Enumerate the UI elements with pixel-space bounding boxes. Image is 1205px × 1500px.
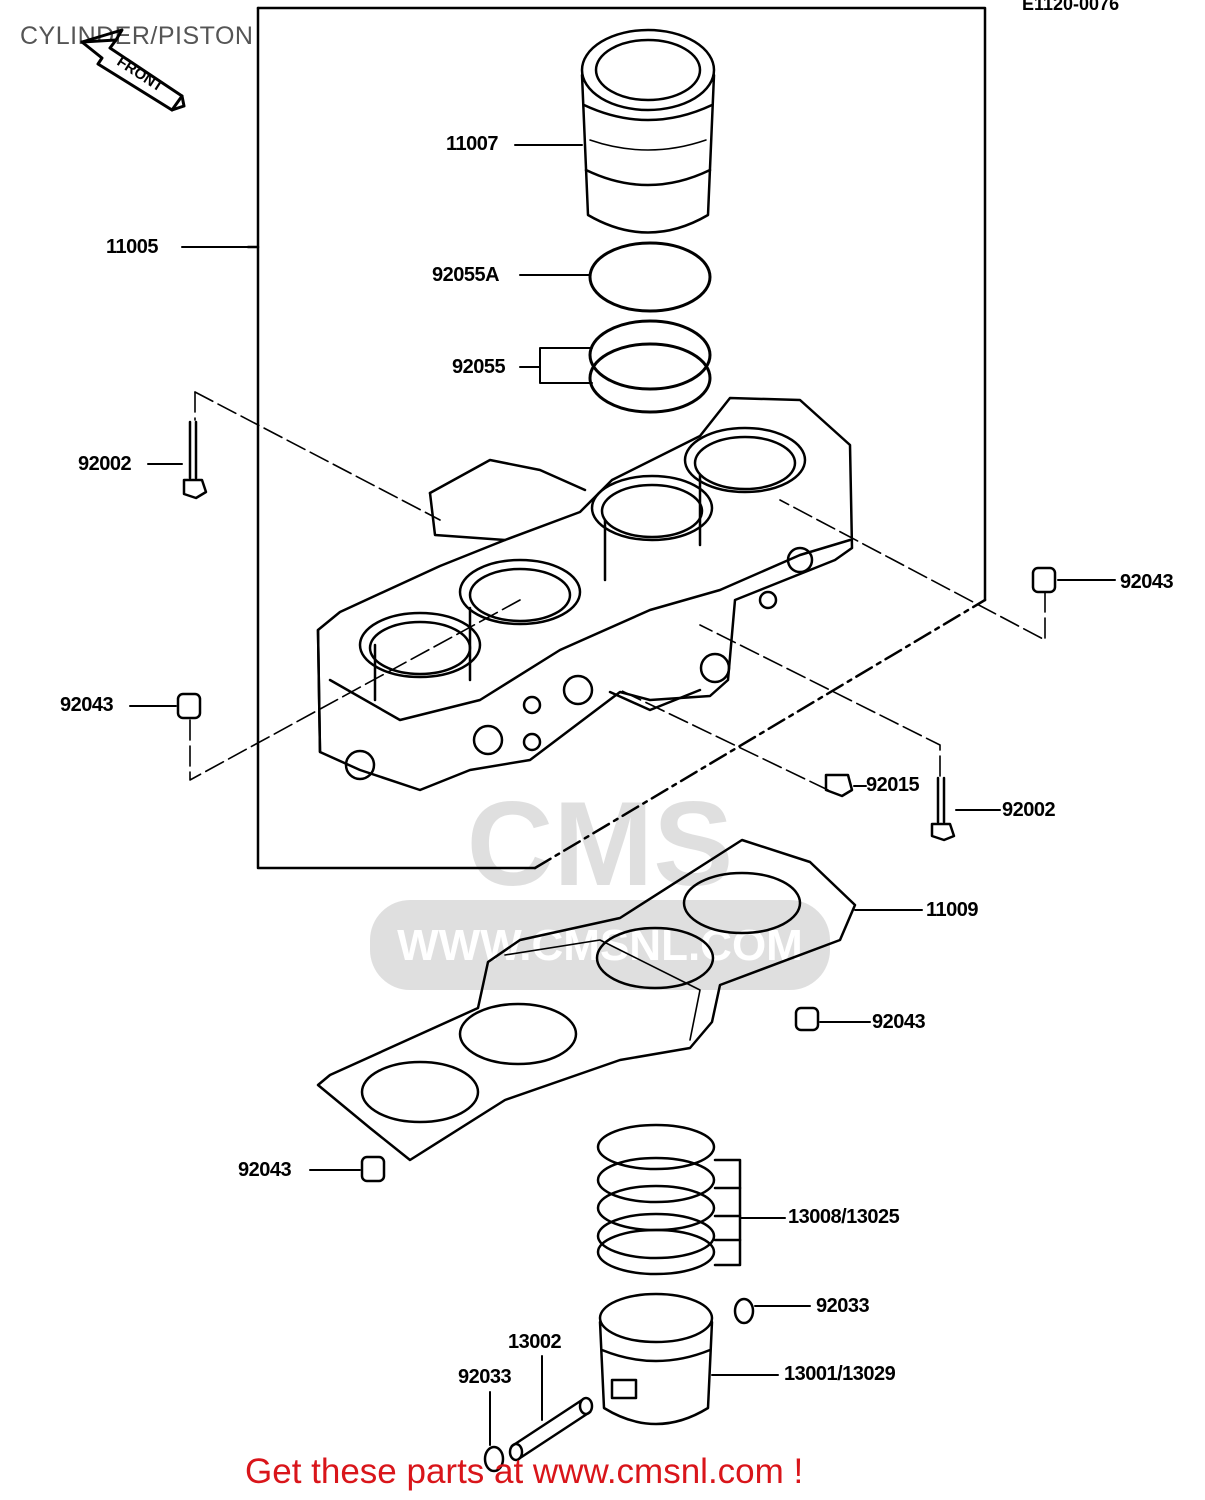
- page-title: CYLINDER/PISTON: [20, 22, 254, 50]
- part-label-11007[interactable]: 11007: [446, 133, 499, 155]
- part-label-92033[interactable]: 92033: [816, 1295, 870, 1317]
- watermark-url: WWW.CMSNL.COM: [397, 921, 803, 970]
- cylinder-block-icon: [316, 396, 854, 792]
- part-label-92055[interactable]: 92055: [452, 356, 506, 378]
- base-gasket-icon: [316, 838, 857, 1162]
- cms-watermark: CMS WWW.CMSNL.COM: [370, 777, 830, 990]
- circlip-icon: [733, 1297, 755, 1325]
- part-label-92055a[interactable]: 92055A: [432, 264, 500, 286]
- piston-pin-icon: [508, 1396, 594, 1462]
- part-label-11005[interactable]: 11005: [106, 236, 159, 258]
- assembly-bracket: [246, 6, 987, 870]
- bolt-icon: [930, 776, 956, 842]
- part-label-92015[interactable]: 92015: [866, 774, 920, 796]
- o-ring-92055-icon: [588, 319, 712, 414]
- dowel-pin-icon: [1031, 566, 1057, 594]
- part-label-92002[interactable]: 92002: [78, 453, 132, 475]
- piston-rings-icon: [596, 1123, 742, 1276]
- part-label-92043[interactable]: 92043: [60, 694, 114, 716]
- bolt-icon: [182, 420, 208, 500]
- cylinder-liner-icon: [580, 28, 716, 234]
- part-label-13002[interactable]: 13002: [508, 1331, 562, 1353]
- part-label-92043[interactable]: 92043: [238, 1159, 292, 1181]
- dowel-pin-icon: [360, 1155, 386, 1183]
- dowel-pin-icon: [176, 692, 202, 720]
- piston-icon: [598, 1292, 714, 1426]
- watermark-logo: CMS: [467, 777, 734, 911]
- get-parts-link[interactable]: Get these parts at www.cmsnl.com !: [245, 1452, 804, 1491]
- part-label-13001-13029[interactable]: 13001/13029: [784, 1363, 896, 1385]
- circlip-icon: [483, 1445, 505, 1473]
- part-label-92043[interactable]: 92043: [872, 1011, 926, 1033]
- front-arrow-icon: [80, 28, 186, 112]
- dowel-pin-icon: [794, 1006, 820, 1032]
- diagram-code: E1120-0076: [1022, 0, 1120, 14]
- part-label-92043[interactable]: 92043: [1120, 571, 1174, 593]
- part-label-13008-13025[interactable]: 13008/13025: [788, 1206, 900, 1228]
- leader-lines: [129, 144, 1116, 1446]
- part-label-92002[interactable]: 92002: [1002, 799, 1056, 821]
- part-label-92033[interactable]: 92033: [458, 1366, 512, 1388]
- plug-icon: [824, 773, 854, 798]
- alignment-lines: [189, 391, 1046, 791]
- o-ring-92055a-icon: [588, 241, 712, 313]
- part-label-11009[interactable]: 11009: [926, 899, 979, 921]
